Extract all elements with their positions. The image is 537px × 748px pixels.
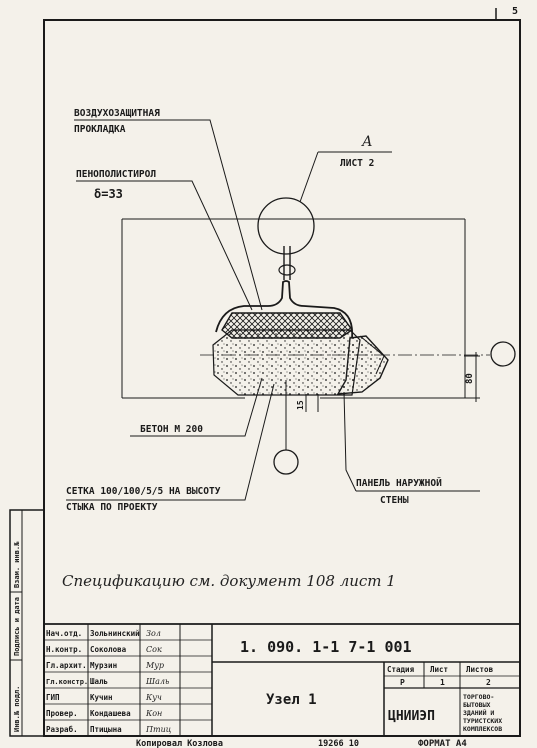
- role-6: Разраб.: [46, 725, 78, 734]
- title-block: [44, 623, 520, 736]
- purpose-3: ТУРИСТСКИХ: [463, 717, 502, 725]
- name-0: Зольнинский: [90, 629, 140, 638]
- sign-0: Зол: [146, 629, 161, 638]
- axis-marker-right: [490, 341, 516, 367]
- stage-header: Стадия: [387, 665, 415, 674]
- joint-drawing: 80 15: [121, 197, 516, 475]
- label-foam: ПЕНОПОЛИСТИРОЛ: [76, 169, 156, 180]
- sign-3: Шаль: [145, 677, 169, 686]
- name-1: Соколова: [90, 645, 127, 654]
- stamp-cell-signature: Подпись и дата: [13, 597, 21, 656]
- sign-6: Птиц: [145, 725, 172, 734]
- label-mesh-1: СЕТКА 100/100/5/5 НА ВЫСОТУ: [66, 486, 221, 497]
- sign-4: Куч: [145, 693, 162, 702]
- label-concrete: БЕТОН М 200: [140, 424, 203, 435]
- drawing-title: Узел 1: [266, 692, 317, 708]
- label-mesh-2: СТЫКА ПО ПРОЕКТУ: [66, 502, 158, 513]
- axis-marker-bottom: [273, 449, 299, 475]
- name-3: Шаль: [90, 677, 108, 686]
- sheet-header: Лист: [430, 665, 448, 674]
- sheets-header: Листов: [466, 665, 494, 674]
- label-vapor-barrier-1: ВОЗДУХОЗАЩИТНАЯ: [74, 108, 160, 119]
- role-5: Провер.: [46, 709, 78, 718]
- document-code: 1. 090. 1-1 7-1 001: [240, 638, 412, 656]
- page-number: 5: [512, 6, 518, 17]
- role-4: ГИП: [46, 693, 60, 702]
- purpose-2: ЗДАНИЙ И: [463, 708, 494, 717]
- dimension-80: 80: [465, 373, 475, 384]
- footer-order: 19266 10: [318, 739, 359, 748]
- stamp-cell-inventory: Инв.№ подл.: [13, 686, 21, 732]
- callout-letter: А: [361, 134, 373, 150]
- sign-1: Сок: [146, 645, 162, 654]
- name-5: Кондашева: [90, 709, 131, 718]
- name-2: Мурзин: [90, 661, 117, 670]
- callout-sheet: ЛИСТ 2: [340, 158, 374, 169]
- stamp-cell-replace: Взам. инв.№: [13, 542, 21, 588]
- role-3: Гл.констр.: [46, 678, 88, 686]
- role-1: Н.контр.: [46, 645, 82, 654]
- side-stamp: Взам. инв.№ Подпись и дата Инв.№ подл.: [9, 509, 45, 737]
- outer-panel: [336, 335, 389, 395]
- sheets-value: 2: [486, 678, 491, 687]
- detail-callout-circle: [257, 197, 315, 255]
- role-0: Нач.отд.: [46, 629, 82, 638]
- sign-5: Кон: [145, 709, 162, 718]
- name-6: Птицына: [90, 725, 122, 734]
- purpose-1: БЫТОВЫХ: [463, 701, 490, 709]
- purpose-4: КОМПЛЕКСОВ: [463, 725, 502, 733]
- footer-copied: Копировал Козлова: [136, 739, 223, 748]
- sign-2: Мур: [145, 661, 164, 670]
- name-4: Кучин: [90, 693, 113, 702]
- leader-lines: [66, 119, 480, 501]
- vapor-barrier: [215, 280, 354, 339]
- sheet-value: 1: [440, 678, 445, 687]
- label-thickness: δ=33: [94, 187, 123, 201]
- footer-format: ФОРМАТ А4: [418, 739, 467, 748]
- purpose-0: ТОРГОВО-: [463, 693, 494, 701]
- label-panel-2: СТЕНЫ: [380, 495, 409, 506]
- organization: ЦНИИЭП: [388, 709, 435, 724]
- sheet-frame: [43, 8, 521, 737]
- stage-value: Р: [400, 678, 405, 687]
- foam-layer: [221, 312, 353, 339]
- role-2: Гл.архит.: [46, 661, 87, 670]
- label-vapor-barrier-2: ПРОКЛАДКА: [74, 124, 126, 135]
- label-panel-1: ПАНЕЛЬ НАРУЖНОЙ: [356, 477, 442, 489]
- specification-note: Спецификацию см. документ 108 лист 1: [62, 572, 396, 590]
- dimension-15: 15: [296, 400, 305, 410]
